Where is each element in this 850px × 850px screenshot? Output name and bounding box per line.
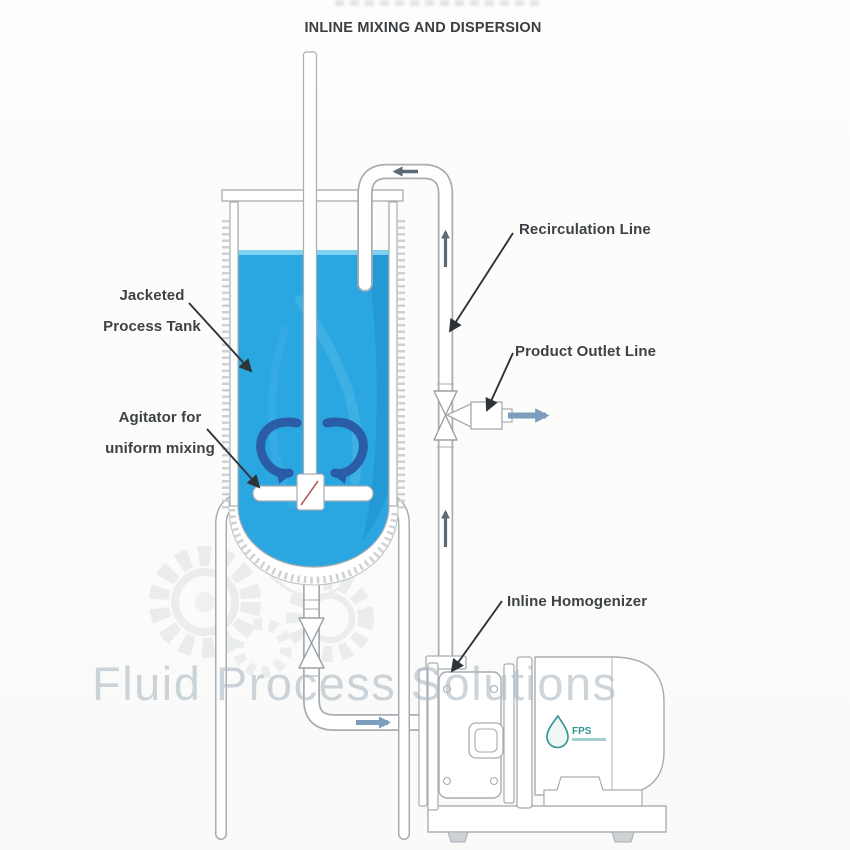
- homogenizer-pointer-arrow: [450, 600, 503, 673]
- pump-foot-right: [611, 831, 635, 843]
- agitator-pointer-arrow: [206, 428, 261, 489]
- tank-wall-right: [388, 201, 398, 507]
- watermark-text: Fluid Process Solutions: [92, 657, 618, 710]
- label-agitator: Agitator for uniform mixing: [80, 402, 240, 464]
- tank-inner-wall: [237, 202, 390, 568]
- mixing-arrow-left-icon: [256, 417, 302, 484]
- label-product-outlet-line: Product Outlet Line: [515, 343, 657, 360]
- pump-base-plate: [427, 805, 667, 833]
- label-line: Agitator for: [118, 409, 202, 426]
- label-line: Jacketed: [119, 287, 185, 304]
- agitator-shaft: [302, 51, 318, 493]
- homogenizer-pump: FPS: [418, 655, 667, 843]
- pump-foot-left: [447, 831, 469, 843]
- adapter-flange: [516, 656, 533, 809]
- pump-inlet-flange: [427, 662, 439, 811]
- recirculation-pointer-arrow: [448, 232, 514, 333]
- casing-bolt: [489, 684, 499, 694]
- casing-bolt: [442, 684, 452, 694]
- label-line: Process Tank: [103, 318, 201, 335]
- label-recirculation-line: Recirculation Line: [519, 221, 651, 238]
- agitator: [252, 51, 374, 511]
- cropped-text-artifact: [335, 0, 540, 6]
- casing-bolt: [489, 776, 499, 786]
- fps-drop-icon: [546, 714, 569, 749]
- pump-inlet-flange: [418, 668, 428, 807]
- recirc-valve: [433, 383, 458, 448]
- label-line: uniform mixing: [105, 440, 215, 457]
- label-jacketed-process-tank: Jacketed Process Tank: [84, 280, 220, 342]
- tank-wall-left: [229, 201, 239, 507]
- bottom-outlet-valve: [298, 599, 325, 677]
- product-outlet-pointer-arrow: [485, 352, 514, 412]
- liquid-shade: [362, 255, 389, 540]
- jacketed-tank-pointer-arrow: [188, 302, 253, 373]
- casing-bolt: [442, 776, 452, 786]
- outlet-pipe: [303, 557, 471, 731]
- product-outlet-assembly: [446, 401, 513, 430]
- fps-logo-tagline: [572, 738, 606, 741]
- pump-nameplate-inner: [474, 728, 498, 753]
- agitator-hub-mark: [300, 480, 319, 506]
- fps-logo: FPS: [546, 714, 606, 749]
- fps-logo-text: FPS: [572, 726, 592, 737]
- motor-foot: [543, 776, 643, 807]
- mixing-arrow-right-icon: [322, 417, 368, 484]
- diagram-title: INLINE MIXING AND DISPERSION: [304, 20, 542, 36]
- label-inline-homogenizer: Inline Homogenizer: [507, 593, 648, 610]
- adapter-flange: [503, 663, 515, 804]
